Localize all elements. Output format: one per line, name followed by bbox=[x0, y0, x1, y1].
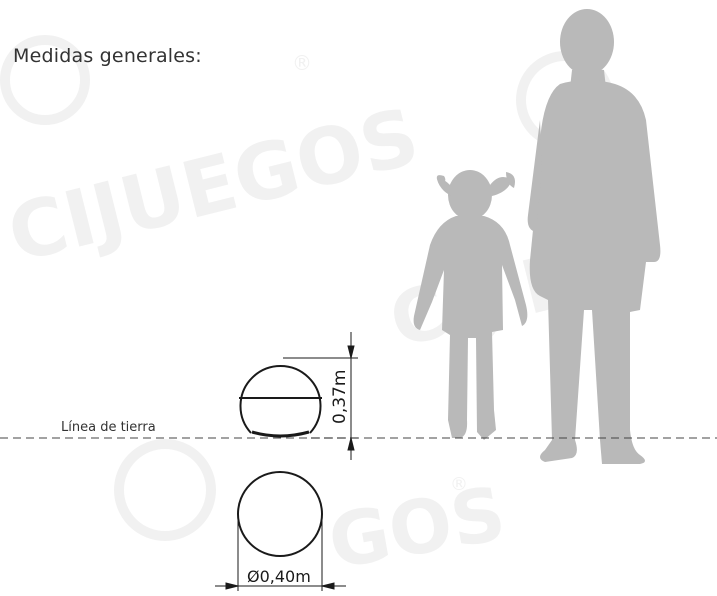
height-dimension-label: 0,37m bbox=[330, 370, 350, 424]
sphere-side-view bbox=[239, 364, 322, 438]
watermark: CIJUEGOS ® ® GOS CIJ E bbox=[0, 35, 614, 586]
watermark-brand-text-bottom: GOS bbox=[322, 471, 511, 586]
ground-line-label: Línea de tierra bbox=[61, 420, 156, 435]
watermark-registered-mark-2: ® bbox=[450, 474, 468, 495]
diameter-dimension-label: Ø0,40m bbox=[247, 567, 311, 586]
child-silhouette-icon bbox=[413, 170, 528, 440]
watermark-registered-mark: ® bbox=[292, 51, 312, 75]
page-title: Medidas generales: bbox=[13, 45, 202, 67]
height-dimension bbox=[283, 332, 358, 460]
adult-silhouette-icon bbox=[527, 9, 661, 464]
sphere-top-view bbox=[237, 471, 323, 557]
diameter-dimension bbox=[215, 514, 346, 591]
